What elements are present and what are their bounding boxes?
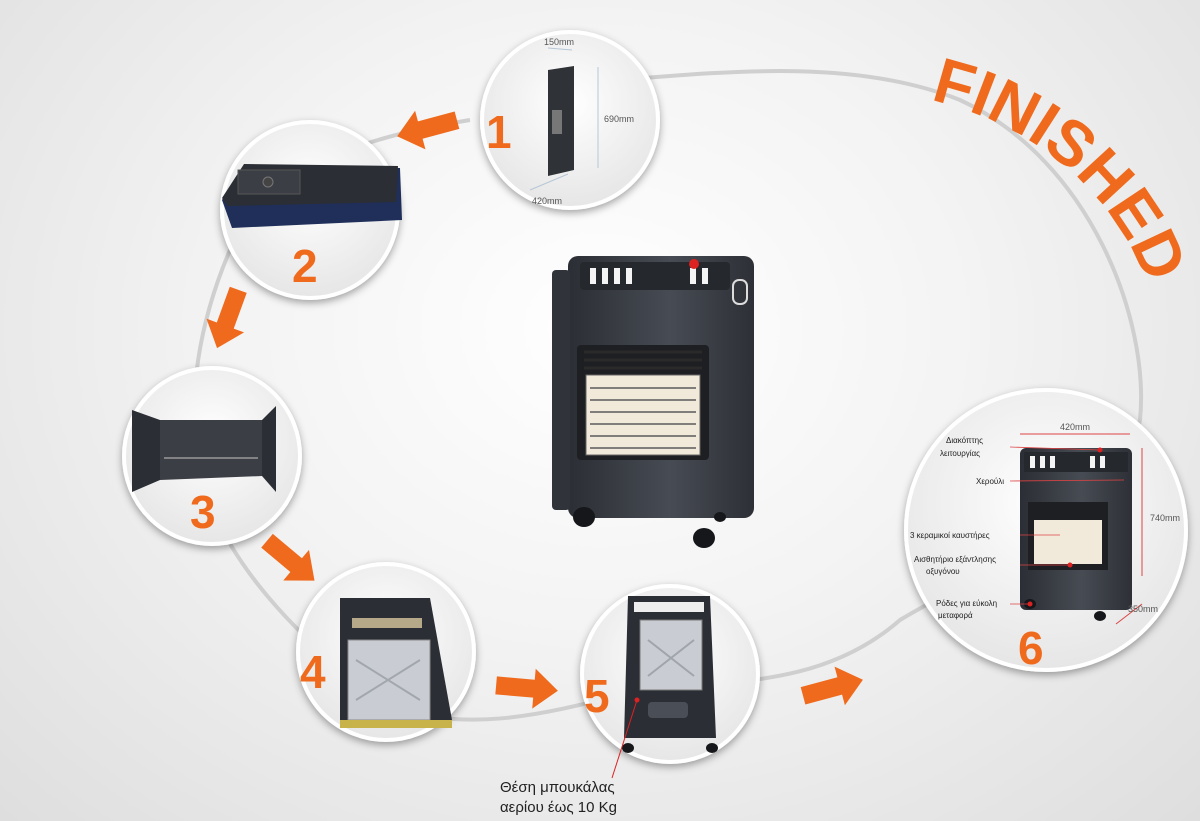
arrow-step-4-to-5 — [495, 668, 558, 709]
step-6-label-handle: Χερούλι — [976, 477, 1004, 486]
arrow-step-2-to-3 — [206, 286, 247, 349]
step-6-label-wheels-1: Ρόδες για εύκολη — [936, 599, 997, 608]
step-1-depth-label: 150mm — [544, 37, 574, 47]
step-6-label-sensor-1: Αισθητήριο εξάντλησης — [914, 555, 996, 564]
finished-label: FINISHED — [926, 44, 1200, 291]
step-1-height-label: 690mm — [604, 114, 634, 124]
step-4-heater-assembly — [340, 598, 452, 728]
step-6-label-sensor-2: οξυγόνου — [926, 567, 960, 576]
heater-main-image — [552, 256, 754, 548]
step-6-number: 6 — [1018, 622, 1044, 674]
step-6-label-switch-1: Διακόπτης — [946, 436, 983, 445]
step-1-heater-side — [529, 47, 599, 191]
step-3-unfolding-heater — [132, 406, 276, 492]
step-2-folded-heater — [222, 164, 402, 228]
step-6-width-label: 420mm — [1060, 422, 1090, 432]
step-6-height-label: 740mm — [1150, 513, 1180, 523]
step-3-number: 3 — [190, 486, 216, 538]
step-1-number: 1 — [486, 106, 512, 158]
step-5-caption-line-2: αερίου έως 10 Kg — [500, 799, 617, 816]
step-4-number: 4 — [300, 646, 326, 698]
step-5-number: 5 — [584, 670, 610, 722]
arrow-step-1-to-2 — [397, 110, 460, 150]
step-6-label-switch-2: λειτουργίας — [940, 449, 980, 458]
step-1-width-label: 420mm — [532, 196, 562, 206]
step-5-caption-line-1: Θέση μπουκάλας — [500, 779, 615, 796]
step-5-heater-back — [622, 596, 718, 753]
arrow-step-5-to-6 — [800, 666, 863, 706]
arrow-step-3-to-4 — [261, 533, 315, 581]
step-6-label-wheels-2: μεταφορά — [938, 611, 973, 620]
step-2-number: 2 — [292, 240, 318, 292]
step-6-heater-diagram — [1009, 433, 1143, 625]
step-6-label-burners: 3 κεραμικοί καυστήρες — [910, 531, 990, 540]
step-5-callout-line — [611, 699, 638, 779]
step-6-depth-label: 350mm — [1128, 604, 1158, 614]
